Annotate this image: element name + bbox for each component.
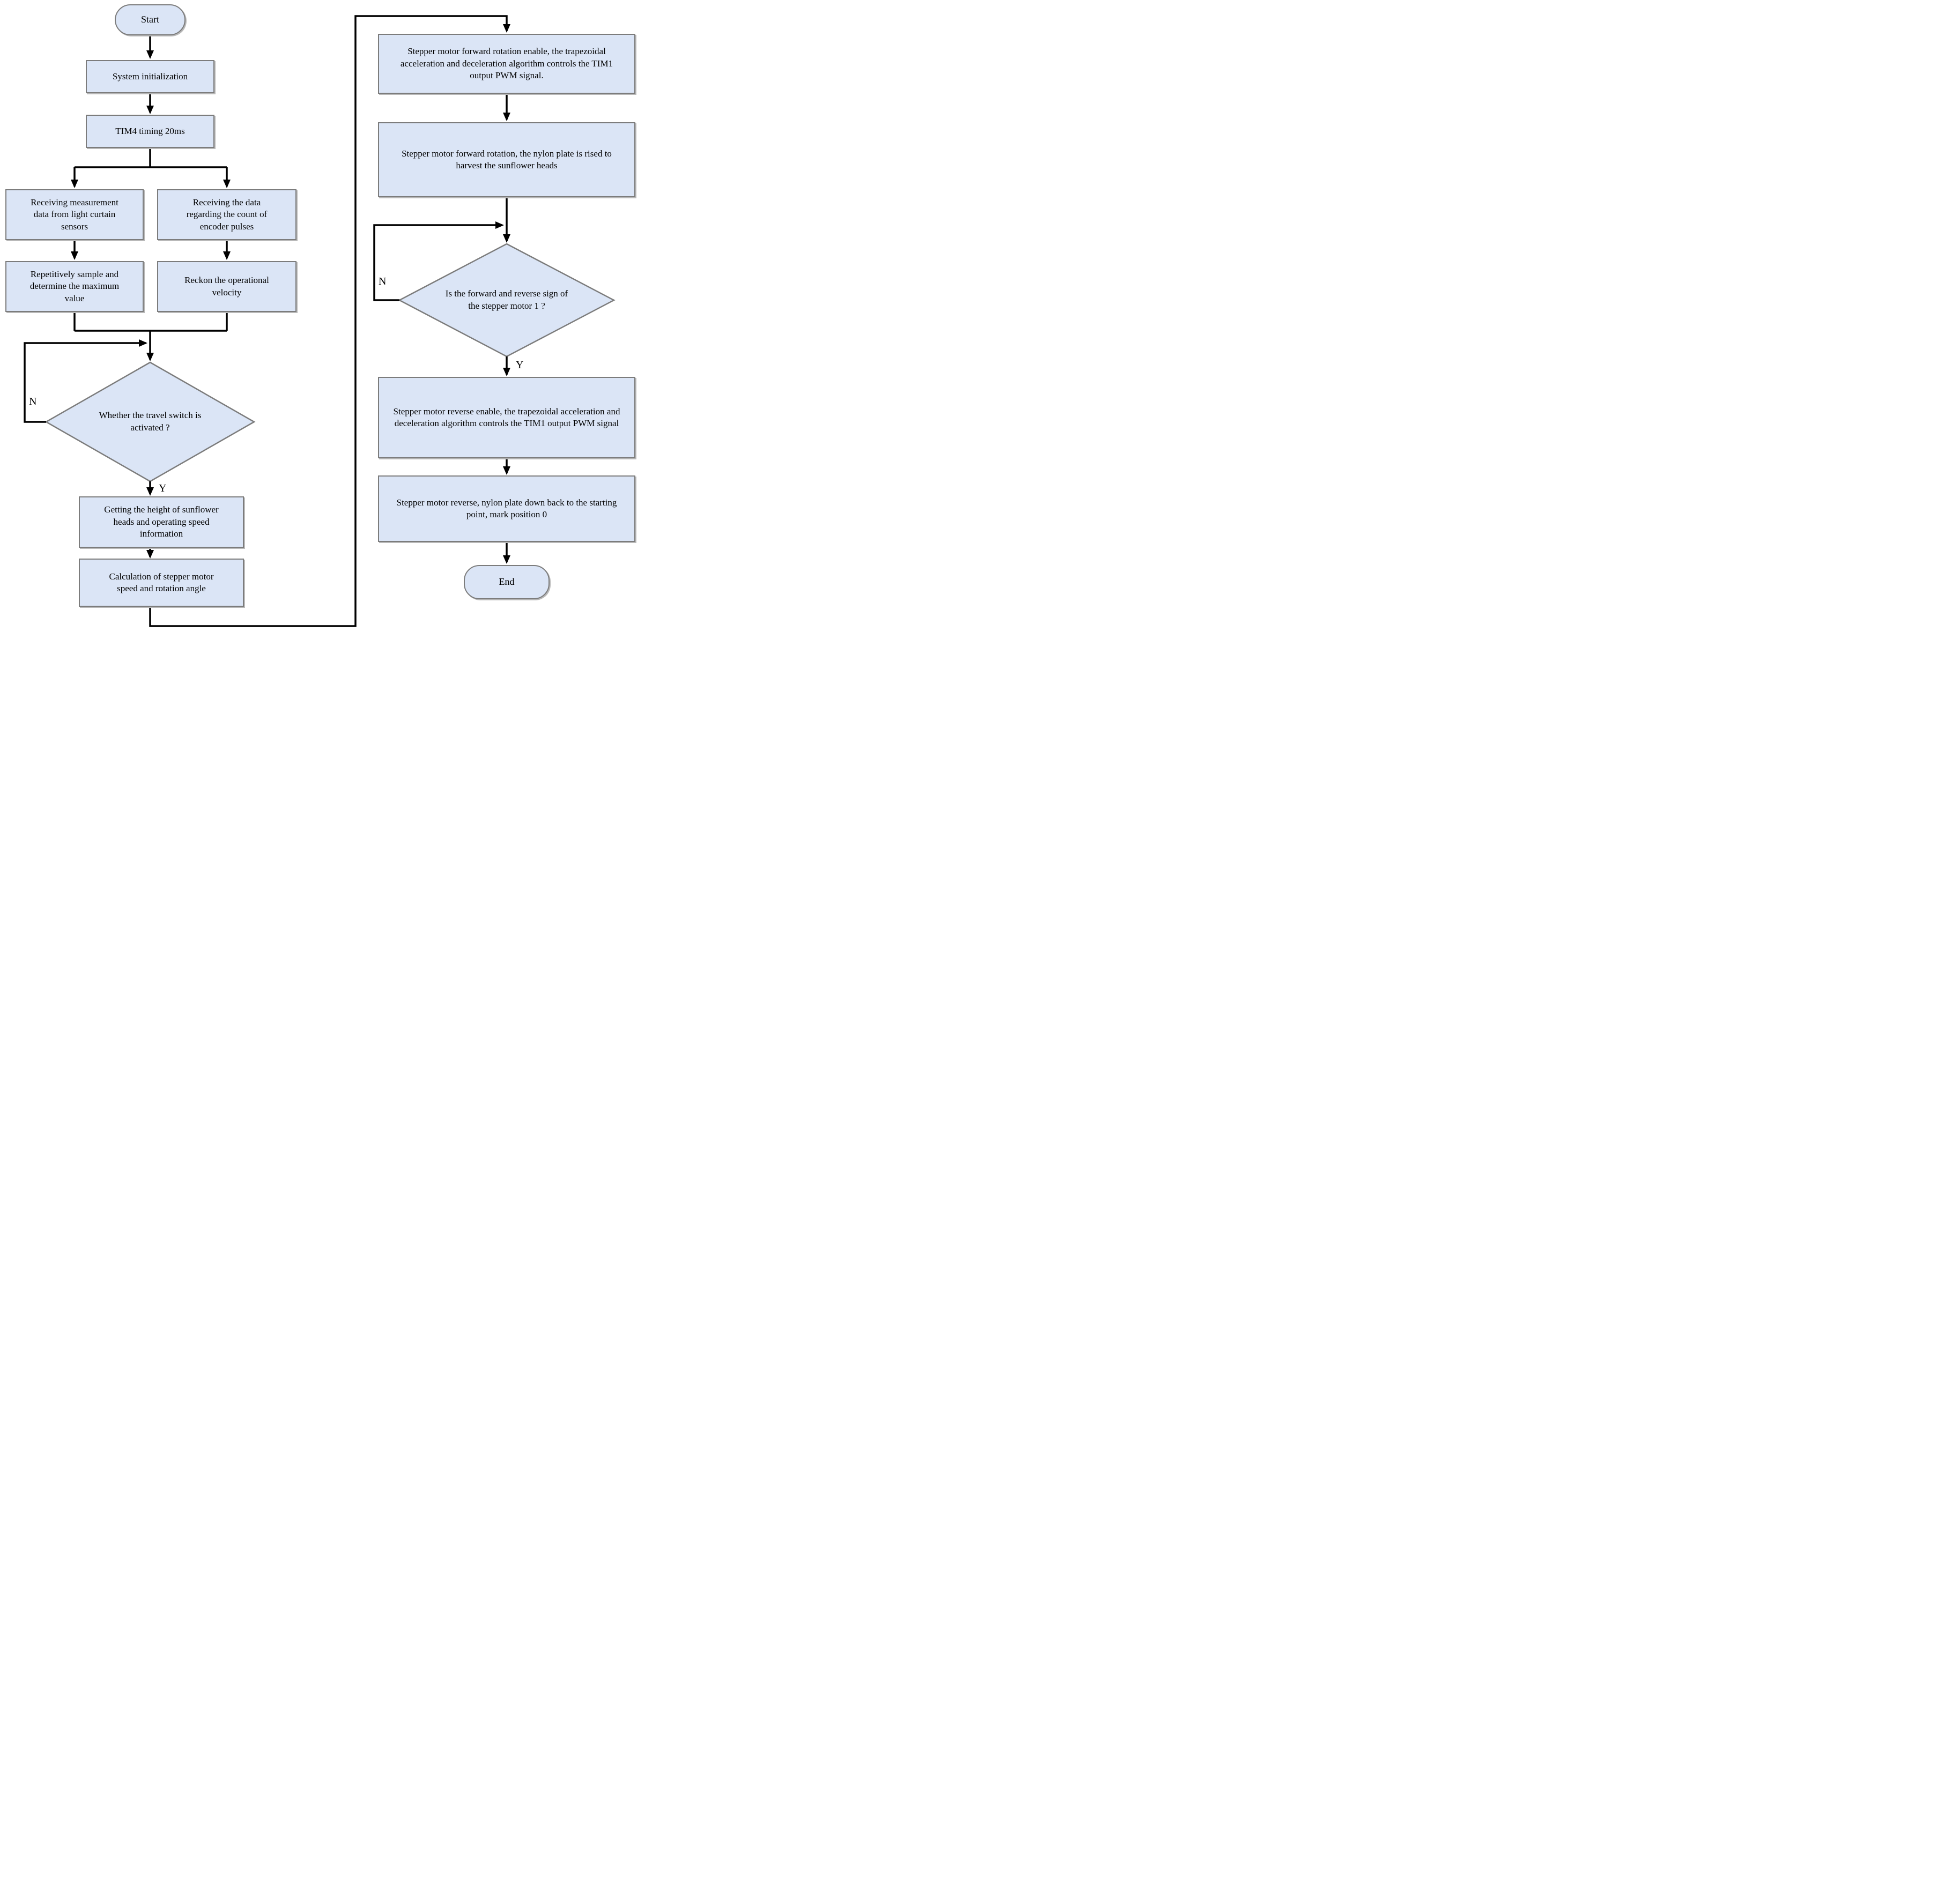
node-receiving-light-curtain: Receiving measurement data from light cu…	[5, 189, 144, 240]
node-getting-height-label: Getting the height of sunflower heads an…	[104, 504, 219, 539]
node-receiving-light-curtain-label: Receiving measurement data from light cu…	[31, 197, 118, 232]
node-start-label: Start	[141, 14, 159, 25]
node-system-initialization-label: System initialization	[112, 71, 188, 81]
node-tim4-timing: TIM4 timing 20ms	[86, 115, 214, 148]
edge-label-sign-yes: Y	[516, 359, 524, 371]
node-calculation-stepper: Calculation of stepper motor speed and r…	[79, 559, 244, 607]
node-travel-switch-decision-label: Whether the travel switch is activated ?	[99, 410, 202, 433]
node-calculation-stepper-label: Calculation of stepper motor speed and r…	[109, 571, 214, 593]
node-system-initialization: System initialization	[86, 60, 214, 93]
node-reckon-velocity: Reckon the operational velocity	[157, 261, 296, 312]
edge-label-travel-switch-yes: Y	[159, 482, 167, 494]
node-reverse-enable: Stepper motor reverse enable, the trapez…	[378, 377, 635, 458]
node-reverse-rotation-label: Stepper motor reverse, nylon plate down …	[396, 497, 617, 519]
connector-merge-bar	[73, 313, 228, 332]
node-repetitively-sample: Repetitively sample and determine the ma…	[5, 261, 144, 312]
node-travel-switch-decision: Whether the travel switch is activated ?	[80, 389, 220, 455]
node-forward-rotation-label: Stepper motor forward rotation, the nylo…	[402, 148, 612, 170]
connector-split-trunk	[75, 149, 227, 168]
node-reckon-velocity-label: Reckon the operational velocity	[184, 275, 269, 298]
node-receiving-encoder-label: Receiving the data regarding the count o…	[186, 197, 268, 232]
edge-label-sign-no: N	[379, 276, 387, 287]
node-end: End	[464, 565, 550, 599]
edge-label-travel-switch-no: N	[29, 396, 37, 407]
node-forward-enable: Stepper motor forward rotation enable, t…	[378, 34, 635, 94]
node-forward-rotation: Stepper motor forward rotation, the nylo…	[378, 122, 635, 197]
connector-calc-to-forward-enable	[149, 15, 510, 627]
node-getting-height: Getting the height of sunflower heads an…	[79, 496, 244, 548]
node-start: Start	[115, 4, 186, 35]
node-receiving-encoder: Receiving the data regarding the count o…	[157, 189, 296, 240]
node-repetitively-sample-label: Repetitively sample and determine the ma…	[29, 269, 120, 303]
node-tim4-timing-label: TIM4 timing 20ms	[115, 125, 185, 136]
node-sign-decision: Is the forward and reverse sign of the s…	[426, 271, 587, 330]
node-reverse-enable-label: Stepper motor reverse enable, the trapez…	[393, 406, 620, 428]
flowchart-connectors-layer	[24, 15, 616, 627]
node-reverse-rotation: Stepper motor reverse, nylon plate down …	[378, 475, 635, 542]
node-sign-decision-label: Is the forward and reverse sign of the s…	[445, 288, 568, 311]
node-forward-enable-label: Stepper motor forward rotation enable, t…	[400, 46, 613, 81]
node-end-label: End	[499, 576, 515, 587]
connector-decision2-no-loop	[373, 221, 504, 301]
flowchart-canvas: Start System initialization TIM4 timing …	[0, 0, 645, 635]
connector-decision1-no-loop	[24, 339, 147, 423]
